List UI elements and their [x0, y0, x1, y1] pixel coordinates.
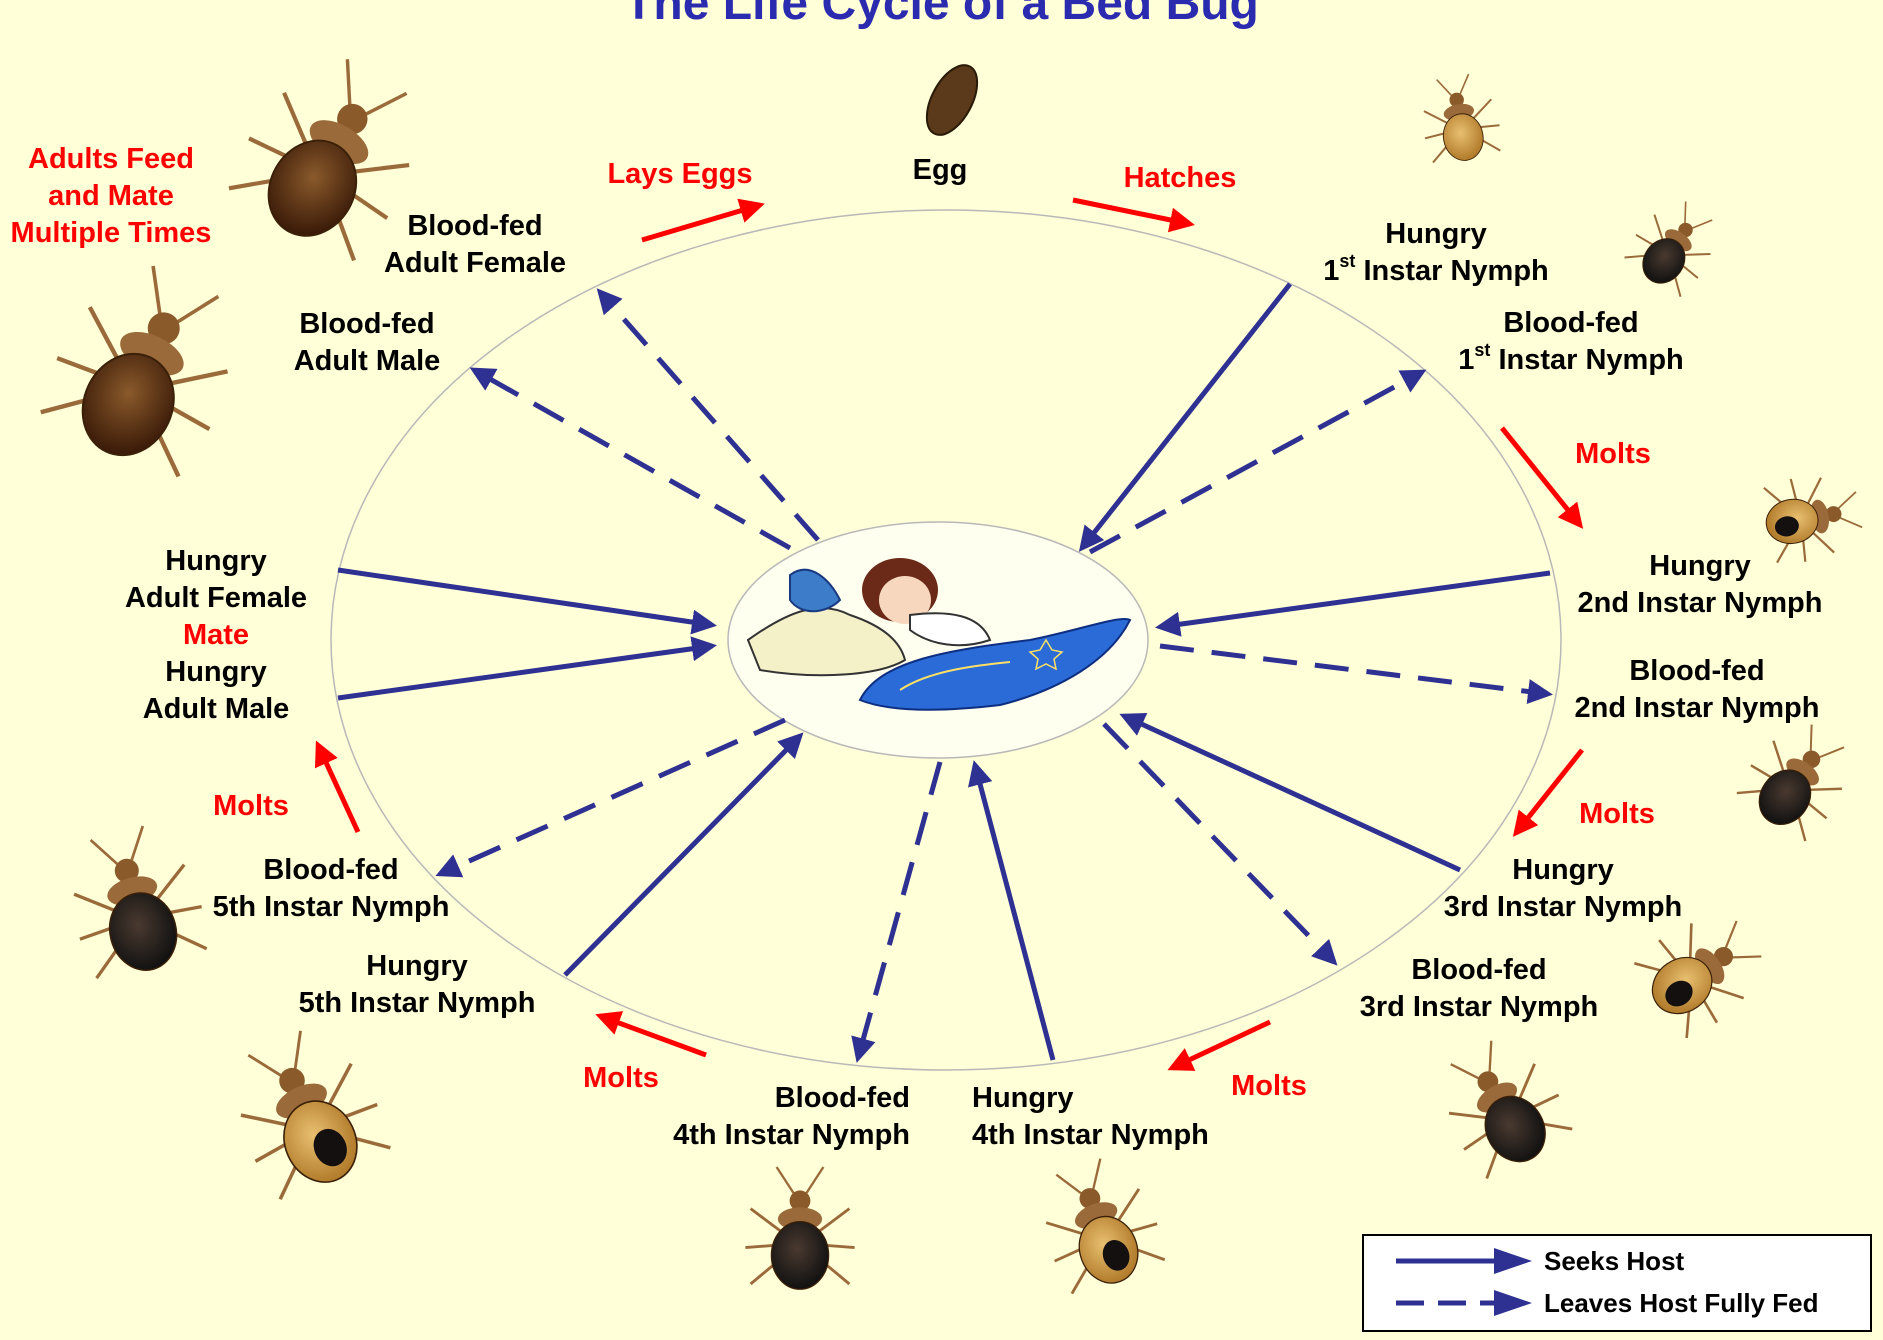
label-molts-2nd: Molts: [1562, 796, 1672, 833]
bed-bug-icon-1st-instar-fed: [1619, 189, 1729, 302]
seeks-host-arrow-4th: [975, 765, 1053, 1060]
label-hungry-adults: Hungry Adult Female Mate Hungry Adult Ma…: [100, 543, 332, 728]
leaves-host-arrow-2nd: [1160, 646, 1548, 694]
label-egg: Egg: [880, 152, 1000, 189]
bed-bug-icon-1st-instar-hungry: [1415, 70, 1504, 166]
label-molts-4th: Molts: [566, 1060, 676, 1097]
seeks-host-arrow-1st: [1082, 284, 1290, 548]
leaves-host-arrow-adult-male: [474, 370, 790, 548]
bed-bug-icon-3rd-instar-fed: [1424, 1025, 1580, 1185]
leaves-host-arrow-5th: [440, 720, 785, 874]
bed-bug-icon-5th-instar-fed: [56, 817, 214, 986]
bed-bug-icon-2nd-instar-fed: [1731, 709, 1866, 847]
label-hungry-5th-instar: Hungry 5th Instar Nymph: [282, 948, 552, 1022]
legend: Seeks Host Leaves Host Fully Fed: [1362, 1234, 1872, 1332]
bed-bug-icon-4th-instar-hungry: [1027, 1148, 1171, 1300]
label-blood-fed-4th-instar: Blood-fed 4th Instar Nymph: [640, 1080, 910, 1154]
bed-bug-icon-4th-instar-fed: [745, 1167, 854, 1289]
seeks-host-arrow-3rd: [1124, 716, 1460, 870]
label-blood-fed-2nd-instar: Blood-fed 2nd Instar Nymph: [1562, 653, 1832, 727]
label-mate: Mate: [100, 617, 332, 654]
label-lays-eggs: Lays Eggs: [590, 156, 770, 193]
label-hatches: Hatches: [1110, 160, 1250, 197]
dashed-arrow-icon: [1394, 1288, 1534, 1318]
label-blood-fed-3rd-instar: Blood-fed 3rd Instar Nymph: [1344, 952, 1614, 1026]
seeks-host-arrow-2nd: [1160, 573, 1550, 627]
label-hungry-1st-instar: Hungry 1st Instar Nymph: [1305, 216, 1567, 290]
legend-label-seeks-host: Seeks Host: [1544, 1246, 1684, 1277]
molts-arrow-3rd: [1172, 1022, 1270, 1068]
leaves-host-arrow-1st: [1090, 372, 1422, 552]
seeks-host-arrow-5th: [565, 736, 800, 975]
molts-arrow-4th: [600, 1016, 706, 1055]
egg-icon: [917, 57, 988, 143]
hatches-arrow: [1073, 200, 1190, 224]
solid-arrow-icon: [1394, 1246, 1534, 1276]
legend-label-leaves-host: Leaves Host Fully Fed: [1544, 1288, 1819, 1319]
leaves-host-arrow-adult-female: [600, 292, 818, 540]
label-hungry-4th-instar: Hungry 4th Instar Nymph: [972, 1080, 1242, 1154]
label-molts-5th: Molts: [196, 788, 306, 825]
label-blood-fed-5th-instar: Blood-fed 5th Instar Nymph: [196, 852, 466, 926]
label-blood-fed-adult-male: Blood-fed Adult Male: [262, 306, 472, 380]
label-blood-fed-adult-female: Blood-fed Adult Female: [365, 208, 585, 282]
label-molts-1st: Molts: [1558, 436, 1668, 473]
label-hungry-2nd-instar: Hungry 2nd Instar Nymph: [1565, 548, 1835, 622]
seeks-host-arrow-adult-male: [338, 646, 712, 698]
label-molts-3rd: Molts: [1214, 1068, 1324, 1105]
leaves-host-arrow-4th: [858, 762, 940, 1058]
molts-arrow-5th: [318, 745, 358, 832]
legend-row-seeks-host: Seeks Host: [1364, 1242, 1870, 1282]
label-blood-fed-1st-instar: Blood-fed 1st Instar Nymph: [1440, 305, 1702, 379]
bed-bug-icon-adult-male: [30, 246, 262, 487]
label-adults-feed: Adults Feed and Mate Multiple Times: [0, 141, 222, 252]
label-hungry-3rd-instar: Hungry 3rd Instar Nymph: [1428, 852, 1698, 926]
bed-bug-icon-5th-instar-hungry: [214, 1015, 399, 1208]
seeks-host-arrow-adult-female: [338, 570, 712, 625]
legend-row-leaves-host: Leaves Host Fully Fed: [1364, 1284, 1870, 1324]
